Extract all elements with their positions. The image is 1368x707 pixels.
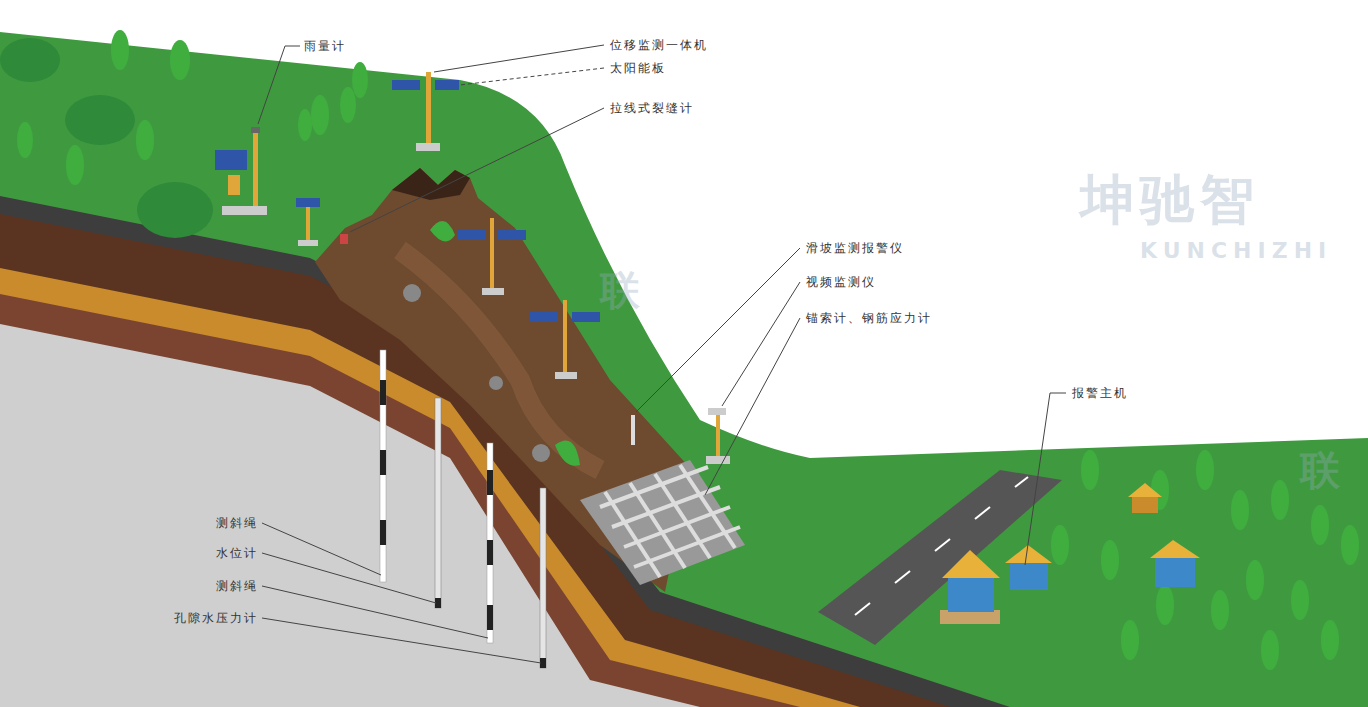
callout-label: 水位计 [216,546,258,560]
trees [0,30,1359,670]
callout-label: 锚索计、钢筋应力计 [806,311,932,325]
callout-label: 雨量计 [304,39,346,53]
ground-surface [0,32,1368,707]
silt-layer [0,294,800,707]
callout-label: 视频监测仪 [806,275,876,289]
crack [392,168,470,200]
leader-lines [258,45,1066,663]
watermark: KUNCHIZHI [1140,238,1332,263]
callout-label: 滑坡监测报警仪 [806,241,904,255]
anchor-grid [580,460,745,585]
callout-label: 报警主机 [1072,386,1128,400]
watermark: 联 [1300,443,1346,498]
callout-label: 拉线式裂缝计 [610,101,694,115]
watermark: 坤驰智 [1080,164,1260,237]
watermark: 联 [600,263,646,318]
callout-label: 测斜绳 [216,516,258,530]
callout-label: 孔隙水压力计 [174,611,258,625]
callout-label: 太阳能板 [610,61,666,75]
houses [940,483,1200,624]
instruments [215,72,730,464]
boreholes [380,350,546,668]
callout-label: 位移监测一体机 [610,38,708,52]
road [818,470,1062,645]
callout-label: 测斜绳 [216,579,258,593]
